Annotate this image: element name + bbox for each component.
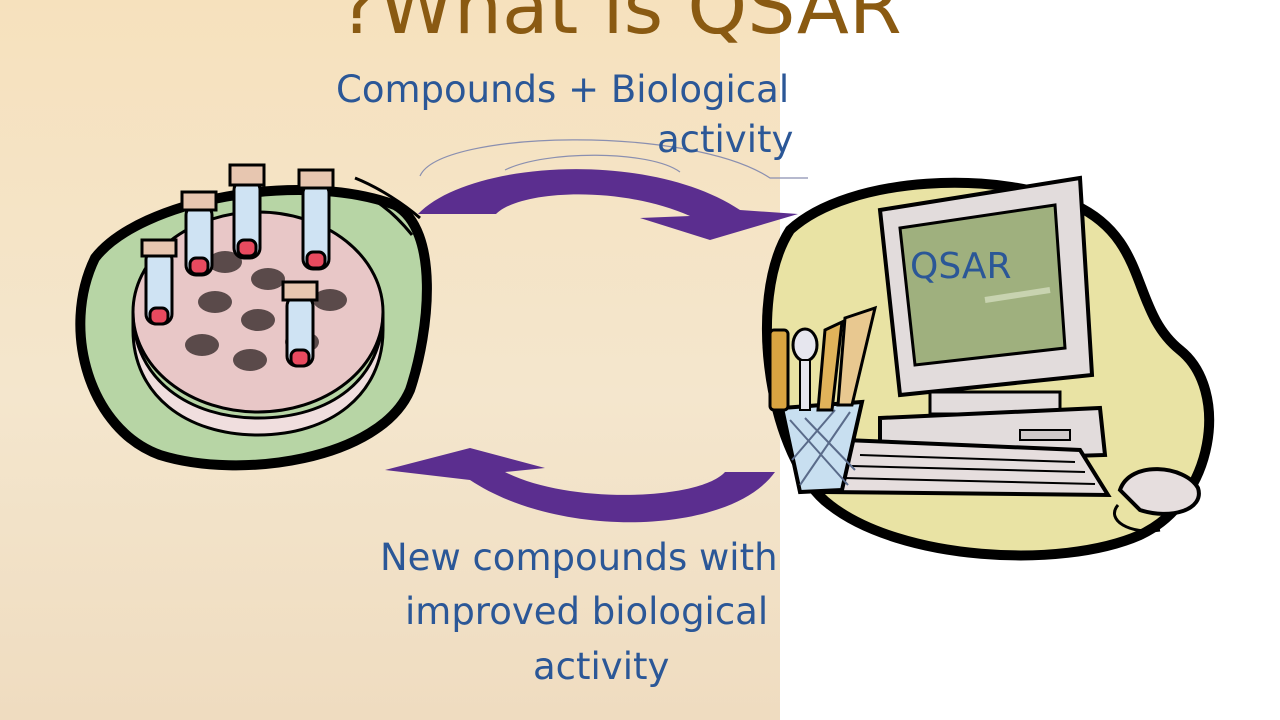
slide-title: ?What is QSAR bbox=[338, 0, 902, 51]
bottom-label-line-1: New compounds with bbox=[380, 536, 778, 579]
top-label-line-1: Compounds + Biological bbox=[336, 68, 790, 111]
petri-dish-illustration bbox=[75, 163, 432, 471]
faint-guide-lines bbox=[419, 139, 808, 179]
bottom-label-line-2: improved biological bbox=[405, 590, 769, 633]
return-arrow bbox=[385, 448, 775, 523]
bottom-label-line-3: activity bbox=[533, 645, 670, 688]
computer-illustration bbox=[762, 175, 1215, 561]
motion-lines bbox=[354, 176, 421, 236]
monitor-screen-label: QSAR bbox=[910, 246, 1012, 287]
forward-arrow bbox=[418, 169, 798, 240]
top-label-line-2: activity bbox=[657, 118, 794, 161]
test-tubes bbox=[140, 163, 335, 368]
